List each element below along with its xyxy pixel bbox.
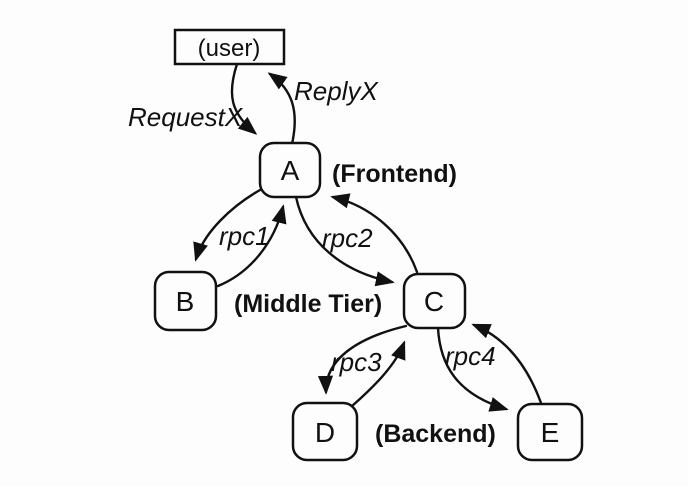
edge-label-replyx: ReplyX bbox=[294, 76, 379, 106]
edge-replyx-path bbox=[267, 72, 296, 146]
node-d: D bbox=[291, 401, 359, 462]
edge-rpc1-return-path bbox=[216, 204, 287, 288]
node-d-box bbox=[291, 401, 359, 462]
edge-rpc4-call-path bbox=[436, 326, 509, 412]
node-c-label: C bbox=[424, 286, 444, 317]
edge-label-rpc2: rpc2 bbox=[322, 223, 373, 253]
node-user-box bbox=[173, 28, 286, 66]
node-d-label: D bbox=[315, 417, 335, 448]
edge-rpc3-call-path bbox=[317, 324, 408, 395]
edge-label-rpc3: rpc3 bbox=[331, 347, 382, 377]
node-c: C bbox=[402, 272, 467, 330]
edge-label-rpc1: rpc1 bbox=[219, 221, 270, 251]
edge-requestx-path bbox=[230, 62, 258, 135]
edge-rpc2-call-path bbox=[294, 195, 395, 287]
node-b: B bbox=[153, 270, 218, 332]
node-a-box bbox=[258, 141, 322, 199]
node-e: E bbox=[516, 402, 584, 462]
node-a-label: A bbox=[281, 155, 300, 186]
node-user: (user) bbox=[173, 28, 286, 66]
tier-label-frontend: (Frontend) bbox=[332, 160, 457, 188]
edge-rpc1-call-path bbox=[193, 188, 262, 262]
tier-label-backend: (Backend) bbox=[375, 420, 496, 448]
node-b-label: B bbox=[176, 286, 195, 317]
node-c-box bbox=[402, 272, 467, 330]
node-e-label: E bbox=[541, 417, 560, 448]
edge-rpc4-return-path bbox=[471, 323, 543, 405]
node-b-box bbox=[153, 270, 218, 332]
edge-rpc3-return-path bbox=[350, 340, 406, 408]
node-a: A bbox=[258, 141, 322, 199]
tier-label-middle: (Middle Tier) bbox=[234, 290, 382, 318]
node-e-box bbox=[516, 402, 584, 462]
edge-label-rpc4: rpc4 bbox=[445, 341, 496, 371]
edge-rpc2-return-path bbox=[330, 193, 419, 274]
edge-label-requestx: RequestX bbox=[128, 102, 244, 132]
node-user-label: (user) bbox=[198, 35, 261, 62]
